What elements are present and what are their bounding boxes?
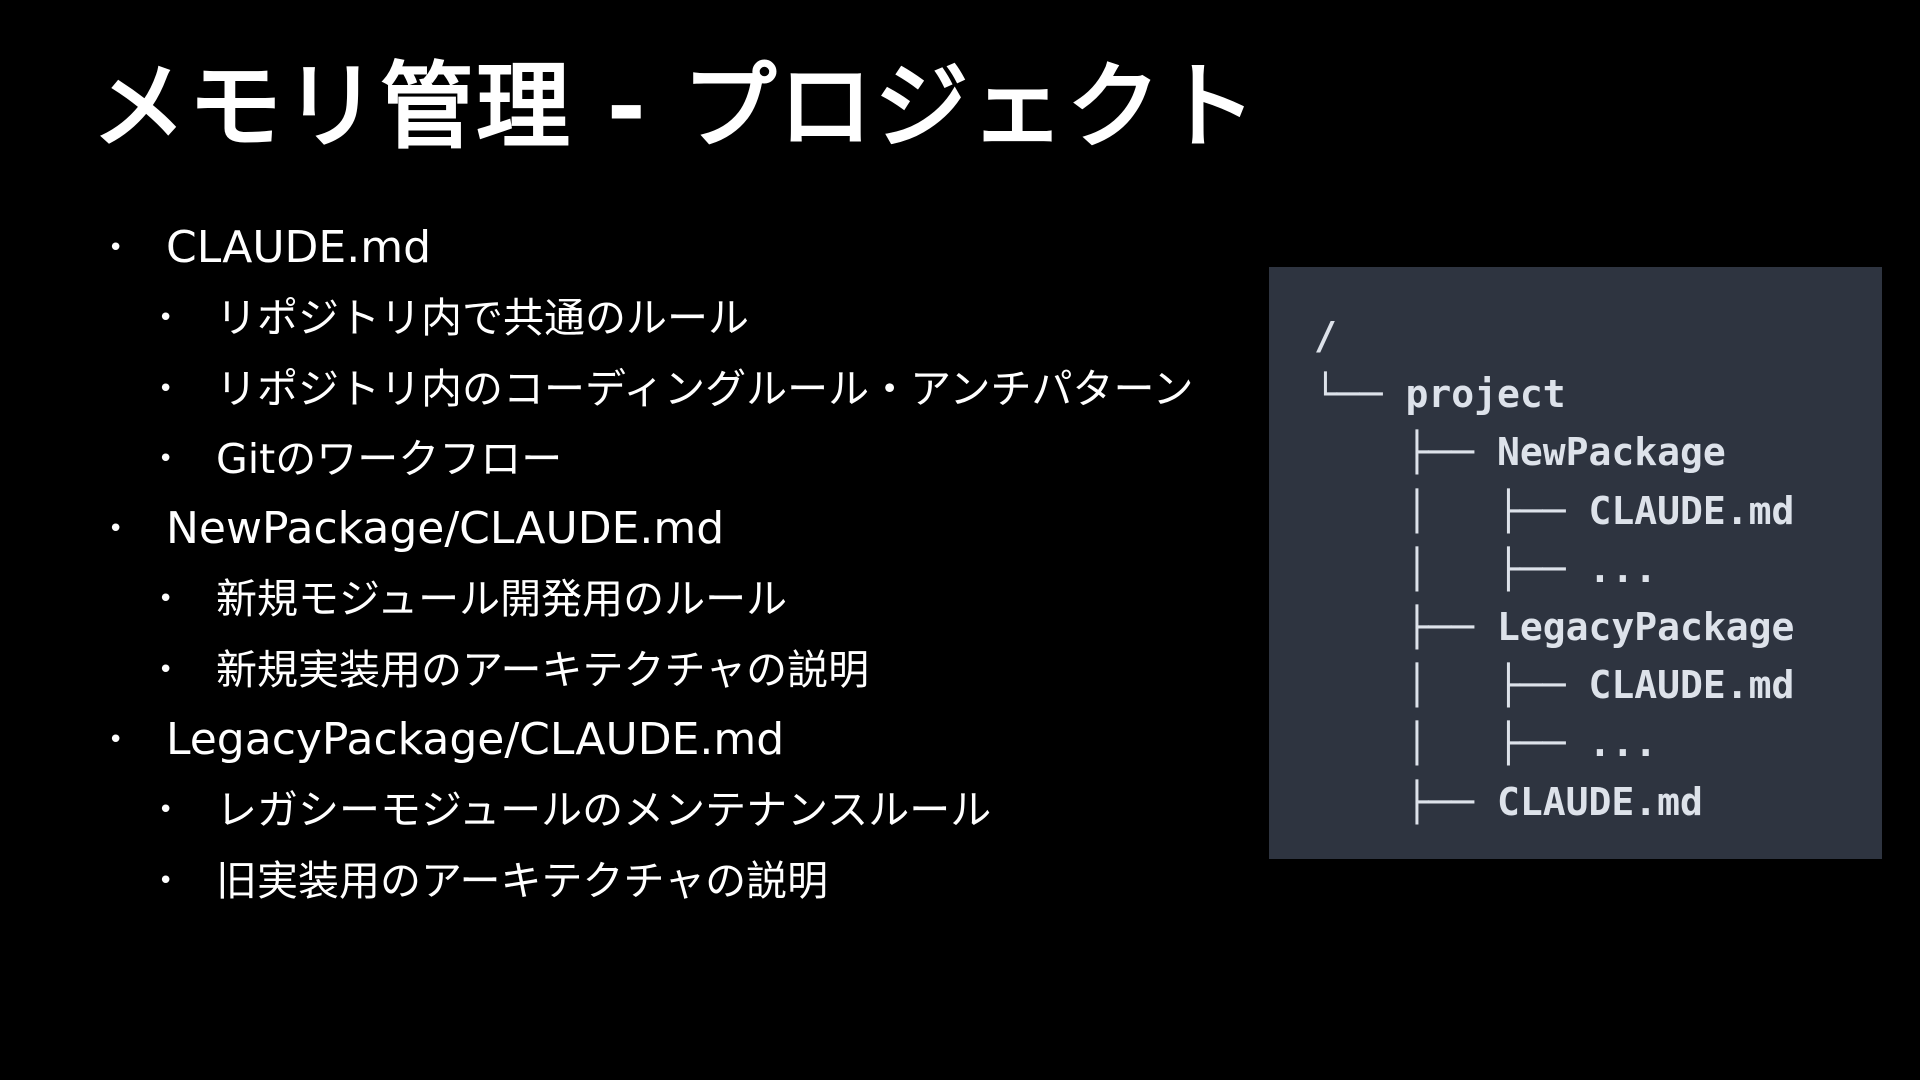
directory-tree-panel: / └── project ├── NewPackage │ ├── CLAUD… [1269, 267, 1882, 859]
bullet-text: レガシーモジュールのメンテナンスルール [216, 786, 992, 835]
tree-line-root: / [1314, 314, 1337, 358]
tree-line-legacypackage-claude-md: │ ├── CLAUDE.md [1314, 663, 1795, 708]
tree-line-newpackage-claude-md: │ ├── CLAUDE.md [1314, 488, 1795, 533]
sub-bullet-item: • 新規モジュール開発用のルール [0, 569, 1260, 639]
bullet-dot-icon: • [108, 725, 124, 756]
sub-bullet-item: • リポジトリ内のコーディングルール・アンチパターン [0, 359, 1260, 429]
bullet-item: • NewPackage/CLAUDE.md [0, 499, 1260, 569]
tree-line-project: └── project [1314, 372, 1566, 417]
tree-line-project-claude-md: ├── CLAUDE.md [1314, 779, 1703, 824]
directory-tree: / └── project ├── NewPackage │ ├── CLAUD… [1314, 307, 1794, 831]
bullet-dot-icon: • [158, 795, 174, 826]
tree-line-newpackage: ├── NewPackage [1314, 430, 1726, 475]
bullet-dot-icon: • [158, 303, 174, 334]
slide-title: メモリ管理 - プロジェクト [92, 53, 1259, 162]
bullet-dot-icon: • [158, 584, 174, 615]
sub-bullet-item: • レガシーモジュールのメンテナンスルール [0, 780, 1260, 850]
bullet-text: NewPackage/CLAUDE.md [166, 503, 725, 555]
bullet-text: LegacyPackage/CLAUDE.md [166, 714, 785, 766]
sub-bullet-item: • 新規実装用のアーキテクチャの説明 [0, 640, 1260, 710]
bullet-dot-icon: • [158, 443, 174, 474]
bullet-text: Gitのワークフロー [216, 434, 563, 483]
bullet-dot-icon: • [158, 654, 174, 685]
bullet-text: 旧実装用のアーキテクチャの説明 [216, 856, 829, 905]
bullet-text: リポジトリ内のコーディングルール・アンチパターン [216, 364, 1194, 413]
sub-bullet-item: • リポジトリ内で共通のルール [0, 288, 1260, 358]
bullet-item: • CLAUDE.md [0, 218, 1260, 288]
tree-line-newpackage-ellipsis: │ ├── ... [1314, 546, 1658, 591]
bullet-text: CLAUDE.md [166, 222, 432, 273]
sub-bullet-item: • 旧実装用のアーキテクチャの説明 [0, 851, 1260, 921]
bullet-text: リポジトリ内で共通のルール [216, 294, 749, 343]
sub-bullet-item: • Gitのワークフロー [0, 429, 1260, 499]
bullet-item: • LegacyPackage/CLAUDE.md [0, 710, 1260, 780]
tree-line-legacypackage-ellipsis: │ ├── ... [1314, 721, 1658, 766]
bullet-dot-icon: • [158, 865, 174, 896]
bullet-text: 新規モジュール開発用のルール [216, 575, 788, 624]
tree-line-legacypackage: ├── LegacyPackage [1314, 604, 1795, 649]
bullet-list: • CLAUDE.md • リポジトリ内で共通のルール • リポジトリ内のコーディング… [0, 218, 1260, 921]
bullet-text: 新規実装用のアーキテクチャの説明 [216, 645, 870, 694]
bullet-dot-icon: • [108, 233, 124, 263]
bullet-dot-icon: • [158, 373, 174, 404]
bullet-dot-icon: • [108, 514, 124, 545]
